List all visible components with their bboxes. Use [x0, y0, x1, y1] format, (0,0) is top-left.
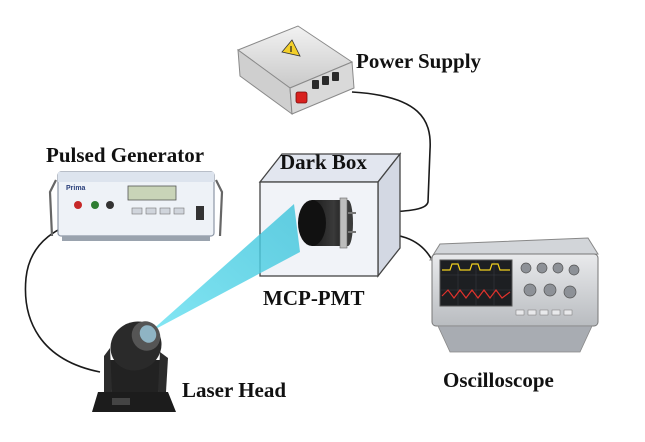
warning-triangle-icon	[281, 39, 301, 57]
trace-yellow	[442, 263, 510, 271]
oscilloscope-knobs	[520, 262, 580, 299]
label-dark-box: Dark Box	[280, 150, 367, 174]
generator-handle	[48, 179, 224, 237]
cable-power-to-pmt	[351, 91, 431, 214]
power-switch-icon	[295, 91, 308, 104]
mcp-pmt-detector	[298, 197, 356, 249]
generator-power-switch	[196, 206, 204, 220]
oscilloscope-device	[429, 237, 599, 353]
label-power-supply: Power Supply	[356, 49, 482, 73]
power-supply-device	[236, 25, 355, 116]
generator-brand-label: Prima	[66, 185, 86, 192]
cable-generator-to-laser	[24, 217, 101, 373]
label-pulsed-generator: Pulsed Generator	[46, 143, 205, 167]
label-mcp-pmt: MCP-PMT	[263, 286, 365, 310]
generator-display	[127, 185, 177, 201]
generator-buttons	[131, 207, 185, 215]
trace-red	[441, 289, 511, 299]
oscilloscope-buttons	[515, 309, 573, 316]
generator-connectors	[74, 201, 114, 209]
label-laser-head: Laser Head	[182, 378, 287, 402]
power-supply-connectors	[312, 72, 339, 89]
label-oscilloscope: Oscilloscope	[443, 368, 554, 392]
pulsed-generator-device: Prima	[48, 171, 224, 241]
oscilloscope-grid	[440, 260, 512, 306]
laser-beam	[150, 204, 300, 332]
laser-head-device	[92, 321, 176, 412]
